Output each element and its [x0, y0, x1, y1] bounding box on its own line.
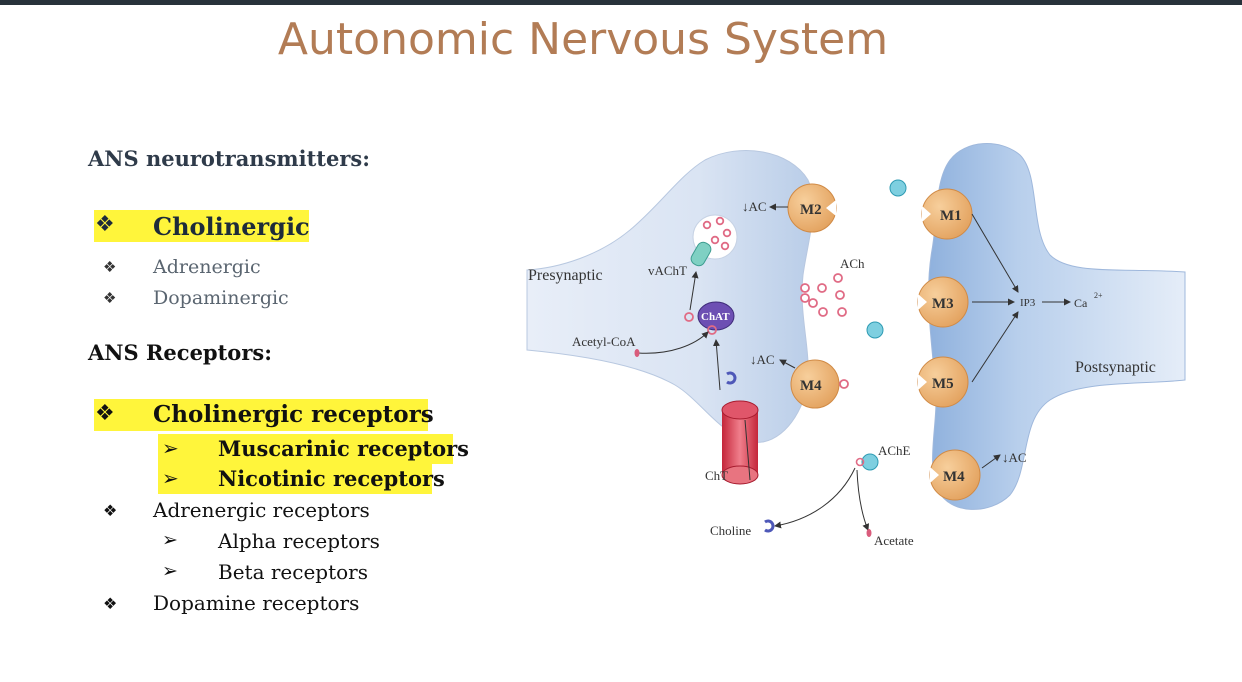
ip3-label: IP3 — [1020, 297, 1036, 309]
nt-item-cholinergic: Cholinergic — [153, 212, 310, 241]
m4b-label: M4 — [943, 469, 965, 485]
arrow-bullet-icon: ➢ — [162, 529, 178, 551]
iac-label-m4-post: ↓AC — [1002, 450, 1027, 465]
ache-label: AChE — [878, 443, 911, 458]
rec-item-nicotinic: Nicotinic receptors — [218, 466, 445, 491]
diamond-bullet-icon: ❖ — [95, 401, 115, 426]
m3-label: M3 — [932, 296, 954, 312]
rec-item-cholinergic: Cholinergic receptors — [153, 401, 434, 428]
cht-label: ChT — [705, 468, 728, 483]
neurotransmitters-heading: ANS neurotransmitters: — [88, 146, 370, 171]
vacht-label: vAChT — [648, 263, 687, 278]
top-bar — [0, 0, 1242, 5]
presynaptic-label: Presynaptic — [528, 267, 603, 284]
nt-item-dopaminergic: Dopaminergic — [153, 287, 289, 309]
nt-item-adrenergic: Adrenergic — [153, 256, 261, 278]
arrow-bullet-icon: ➢ — [162, 560, 178, 582]
m5-label: M5 — [932, 376, 954, 392]
nicotinic-highlight — [158, 464, 432, 494]
acetylcoa-label: Acetyl-CoA — [572, 334, 636, 349]
diamond-bullet-icon: ❖ — [103, 258, 117, 276]
m4-presynaptic-receptor — [790, 359, 840, 409]
slide-title: Autonomic Nervous System — [277, 14, 889, 65]
m1-label: M1 — [940, 208, 962, 224]
rec-item-muscarinic: Muscarinic receptors — [218, 436, 469, 461]
arrow-bullet-icon: ➢ — [162, 466, 179, 490]
diamond-bullet-icon: ❖ — [103, 501, 118, 520]
cholinergic-highlight — [94, 210, 309, 242]
diamond-bullet-icon: ❖ — [103, 594, 118, 613]
chat-label: ChAT — [701, 311, 730, 323]
rec-item-dopamine: Dopamine receptors — [153, 591, 360, 615]
acetate-label: Acetate — [874, 533, 914, 548]
postsynaptic-label: Postsynaptic — [1075, 359, 1156, 376]
iac-label-m4: ↓AC — [750, 352, 775, 367]
m4a-label: M4 — [800, 378, 822, 394]
ca-label: Ca — [1074, 296, 1088, 310]
cholinergic-receptors-highlight — [94, 399, 428, 431]
rec-item-alpha: Alpha receptors — [218, 529, 380, 553]
iac-label-m2: ↓AC — [742, 199, 767, 214]
diamond-bullet-icon: ❖ — [95, 212, 115, 237]
receptors-heading: ANS Receptors: — [88, 340, 272, 365]
choline-label: Choline — [710, 523, 751, 538]
muscarinic-highlight — [158, 434, 453, 464]
ca-superscript: 2+ — [1094, 291, 1103, 300]
rec-item-beta: Beta receptors — [218, 560, 368, 584]
diamond-bullet-icon: ❖ — [103, 289, 117, 307]
ache-enzyme — [861, 453, 879, 471]
presynaptic-terminal — [526, 150, 814, 443]
rec-item-adrenergic: Adrenergic receptors — [153, 498, 370, 522]
ach-label: ACh — [840, 256, 865, 271]
vacht-transporter — [690, 241, 712, 267]
ach-cluster — [800, 273, 847, 317]
m2-label: M2 — [800, 202, 822, 218]
synapse-diagram: Presynaptic Postsynaptic vAChT ChAT Acet… — [526, 143, 1186, 548]
arrow-bullet-icon: ➢ — [162, 436, 179, 460]
